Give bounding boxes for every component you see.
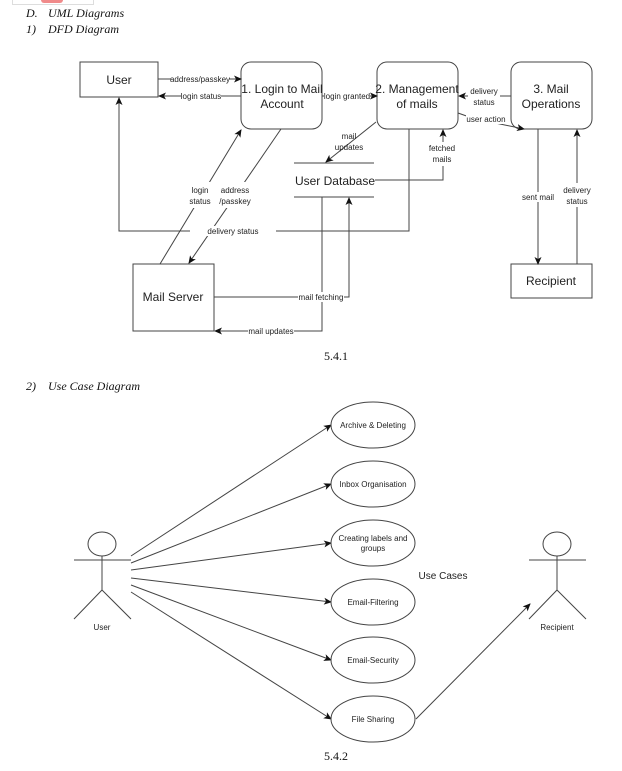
dfd-ops-label-1: 3. Mail — [533, 82, 568, 96]
usecase-label-4: Email-Security — [347, 656, 399, 665]
label-fetched-mails-1: fetched — [429, 144, 455, 153]
label-server-login-status-1: login — [192, 186, 209, 195]
dfd-login-label-1: 1. Login to Mail — [241, 82, 322, 96]
label-recipient-delivery-2: status — [566, 197, 587, 206]
label-delivery-status-2: status — [473, 98, 494, 107]
label-sent-mail: sent mail — [522, 193, 554, 202]
assoc-user-filtering — [130, 577, 332, 605]
actor-user-label: User — [94, 623, 111, 632]
assoc-user-archive — [130, 424, 332, 557]
label-delivery-status-1: delivery — [470, 87, 498, 96]
label-mail-updates-1: mail — [342, 132, 357, 141]
label-user-action: user action — [466, 115, 505, 124]
usecase-label-1: Inbox Organisation — [339, 480, 406, 489]
usecase-email-security[interactable] — [330, 636, 416, 684]
assoc-filesharing-recipient — [415, 603, 531, 720]
dfd-label-backgrounds — [171, 74, 592, 336]
usecase-label-3: Email-Filtering — [347, 598, 398, 607]
dfd-mail-server-label: Mail Server — [143, 290, 204, 304]
dfd-recipient-entity[interactable] — [510, 263, 593, 299]
dfd-recipient-label: Recipient — [526, 274, 577, 288]
usecase-file-sharing[interactable] — [330, 695, 416, 743]
flow-mail-updates-to-db — [325, 121, 377, 163]
usecase-number: 2) — [26, 379, 36, 393]
actor-recipient-left-leg — [528, 589, 558, 620]
actor-recipient-right-leg — [556, 589, 587, 620]
flow-mail-updates-to-server — [214, 197, 323, 335]
usecase-diagram — [73, 401, 587, 743]
actor-recipient-label: Recipient — [540, 623, 574, 632]
label-fetched-mails-2: mails — [433, 155, 452, 164]
actor-user-right-leg — [101, 589, 132, 620]
label-server-login-status-2: status — [189, 197, 210, 206]
assoc-user-security — [130, 584, 332, 661]
label-mail-fetching: mail fetching — [299, 293, 344, 302]
usecase-group-label: Use Cases — [419, 571, 468, 582]
flow-mail-fetching — [214, 197, 353, 298]
dfd-mgmt-label-2: of mails — [396, 97, 437, 111]
label-address-passkey: address/passkey — [170, 75, 230, 84]
assoc-user-inbox — [130, 483, 332, 564]
assoc-user-filesharing — [130, 591, 332, 720]
actor-recipient-head — [542, 531, 572, 557]
section-heading: D. UML Diagrams — [26, 6, 124, 21]
dfd-user-label: User — [106, 73, 131, 87]
section-number: D. — [26, 6, 38, 20]
dfd-heading: 1) DFD Diagram — [26, 22, 119, 37]
usecase-label-5: File Sharing — [352, 715, 395, 724]
usecase-label-2a: Creating labels and — [339, 534, 408, 543]
usecase-email-filtering[interactable] — [330, 578, 416, 626]
usecase-inbox-organisation[interactable] — [330, 460, 416, 508]
assoc-user-labels — [130, 540, 332, 571]
actor-user-head — [87, 531, 117, 557]
usecase-title: Use Case Diagram — [48, 379, 140, 393]
dfd-login-label-2: Account — [260, 97, 304, 111]
section-title: UML Diagrams — [48, 6, 125, 20]
actor-user-left-leg — [73, 589, 103, 620]
label-recipient-delivery-1: delivery — [563, 186, 591, 195]
label-server-address-2: /passkey — [219, 197, 251, 206]
label-mail-updates-bottom: mail updates — [248, 327, 293, 336]
usecase-label-2b: groups — [361, 544, 385, 553]
dfd-number: 1) — [26, 22, 36, 36]
label-login-status: login status — [181, 92, 221, 101]
actor-user[interactable] — [73, 531, 132, 620]
dfd-ops-label-2: Operations — [522, 97, 581, 111]
usecase-caption: 5.4.2 — [324, 749, 348, 763]
dfd-mail-server-entity[interactable] — [132, 263, 215, 332]
usecase-label-0: Archive & Deleting — [340, 421, 406, 430]
label-delivery-status-long: delivery status — [207, 227, 258, 236]
dfd-user-entity[interactable] — [79, 61, 159, 98]
dfd-database-label: User Database — [295, 174, 375, 188]
label-mail-updates-2: updates — [335, 143, 363, 152]
label-server-address-1: address — [221, 186, 249, 195]
usecase-creating-labels[interactable] — [330, 519, 416, 567]
page-top-decoration — [12, 0, 94, 5]
dfd-caption: 5.4.1 — [324, 349, 348, 363]
label-login-granted: login granted — [324, 92, 370, 101]
usecase-heading: 2) Use Case Diagram — [26, 379, 140, 394]
usecase-archive-deleting[interactable] — [330, 401, 416, 449]
dfd-title: DFD Diagram — [48, 22, 119, 36]
actor-recipient[interactable] — [528, 531, 587, 620]
dfd-mgmt-label-1: 2. Management — [375, 82, 459, 96]
